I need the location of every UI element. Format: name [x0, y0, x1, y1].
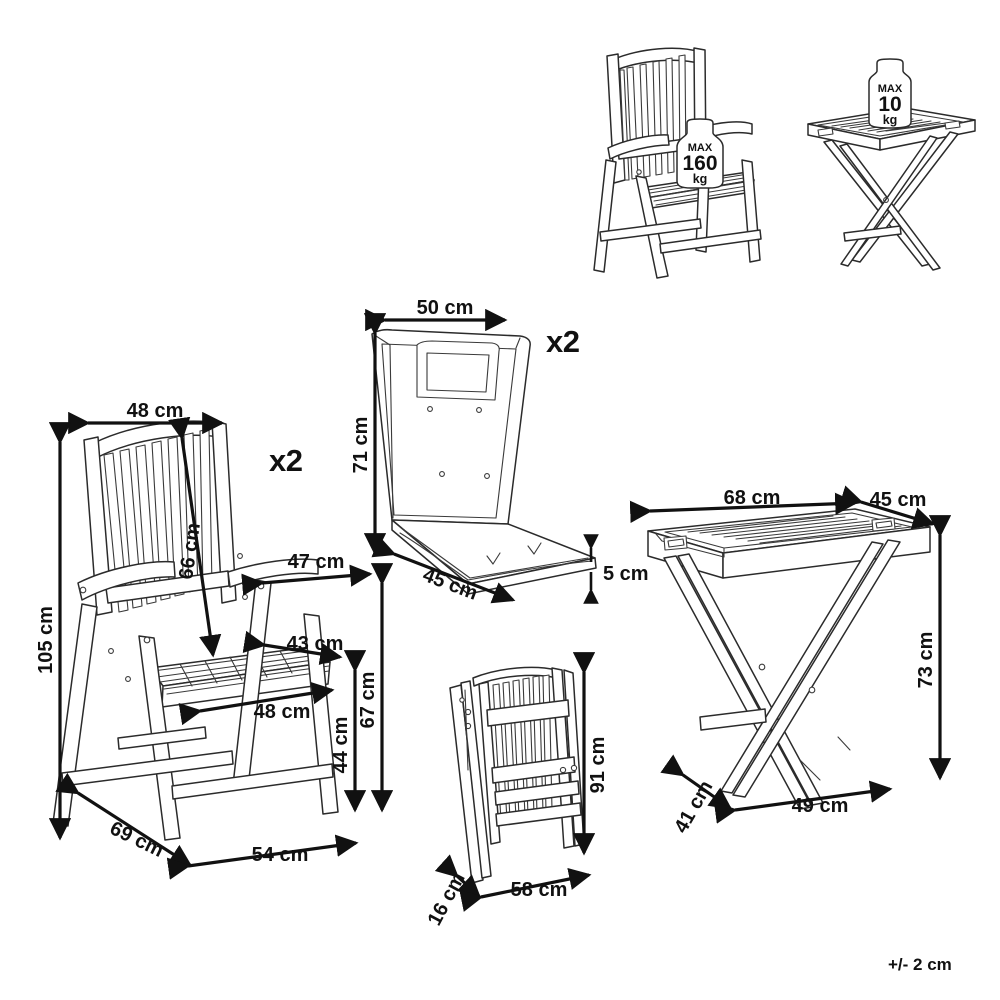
dim-label-67: 67 cm	[357, 672, 379, 729]
dim-label-48-back: 48 cm	[127, 400, 184, 422]
dim-cushion-thickness: 5 cm	[583, 534, 649, 604]
dim-cushion-width: 50 cm	[365, 297, 508, 332]
figure-chair-max-load: MAX 160 kg	[593, 47, 762, 279]
chair-load-max-label: MAX	[688, 142, 713, 154]
dim-label-44: 44 cm	[330, 717, 352, 774]
dim-label-54: 54 cm	[252, 844, 309, 866]
dim-chair-seat-height: 44 cm	[330, 650, 367, 813]
dim-label-49: 49 cm	[792, 795, 849, 817]
dim-label-5: 5 cm	[603, 563, 649, 585]
dim-label-58: 58 cm	[511, 879, 568, 901]
table-load-max-label: MAX	[878, 83, 903, 95]
table-load-unit: kg	[883, 113, 898, 127]
dim-folded-width: 58 cm	[459, 867, 592, 912]
quantity-chair: x2	[269, 443, 302, 478]
dim-label-45-table: 45 cm	[870, 489, 927, 511]
chair-load-unit: kg	[693, 172, 708, 186]
dim-label-48-seat: 48 cm	[254, 701, 311, 723]
dim-table-tray-width: 68 cm	[629, 487, 858, 523]
dim-table-base-width: 49 cm	[713, 780, 893, 824]
quantity-cushion: x2	[546, 324, 579, 359]
figure-table-max-load: MAX 10 kg	[807, 58, 976, 271]
dim-folded-height: 91 cm	[572, 652, 609, 856]
dim-label-43: 43 cm	[287, 633, 344, 655]
figure-cushion: 50 cm 71 cm 45 cm 5 cm x2	[350, 297, 649, 605]
dim-chair-armrest-height: 67 cm	[357, 563, 394, 813]
dim-chair-total-height: 105 cm	[35, 422, 72, 841]
dim-table-tray-depth: 45 cm	[838, 485, 936, 529]
dim-label-50: 50 cm	[417, 297, 474, 319]
chair-max-load-badge: MAX 160 kg	[676, 118, 724, 189]
dim-table-height: 73 cm	[915, 515, 952, 781]
table-load-value: 10	[878, 93, 901, 116]
dim-chair-armrest-depth: 47 cm	[241, 551, 373, 596]
dim-label-71: 71 cm	[350, 417, 372, 474]
figure-chair-open: 48 cm 105 cm 66 cm 47 cm 43 cm 48 cm	[35, 400, 394, 880]
table-max-load-badge: MAX 10 kg	[868, 58, 912, 129]
tolerance-note: +/- 2 cm	[888, 955, 952, 974]
dim-label-91: 91 cm	[587, 737, 609, 794]
dim-label-73: 73 cm	[915, 632, 937, 689]
dim-label-47: 47 cm	[288, 551, 345, 573]
dim-chair-seat-width: 48 cm	[178, 682, 335, 726]
figure-tray-table: 68 cm 45 cm 73 cm 41 cm 49 cm	[629, 485, 952, 837]
dim-cushion-back-length: 71 cm	[350, 313, 387, 556]
dim-chair-total-width: 54 cm	[166, 834, 359, 880]
chair-load-value: 160	[682, 152, 717, 175]
dim-chair-seat-depth: 43 cm	[242, 630, 344, 665]
dim-label-105: 105 cm	[35, 606, 57, 674]
dim-label-68: 68 cm	[724, 487, 781, 509]
